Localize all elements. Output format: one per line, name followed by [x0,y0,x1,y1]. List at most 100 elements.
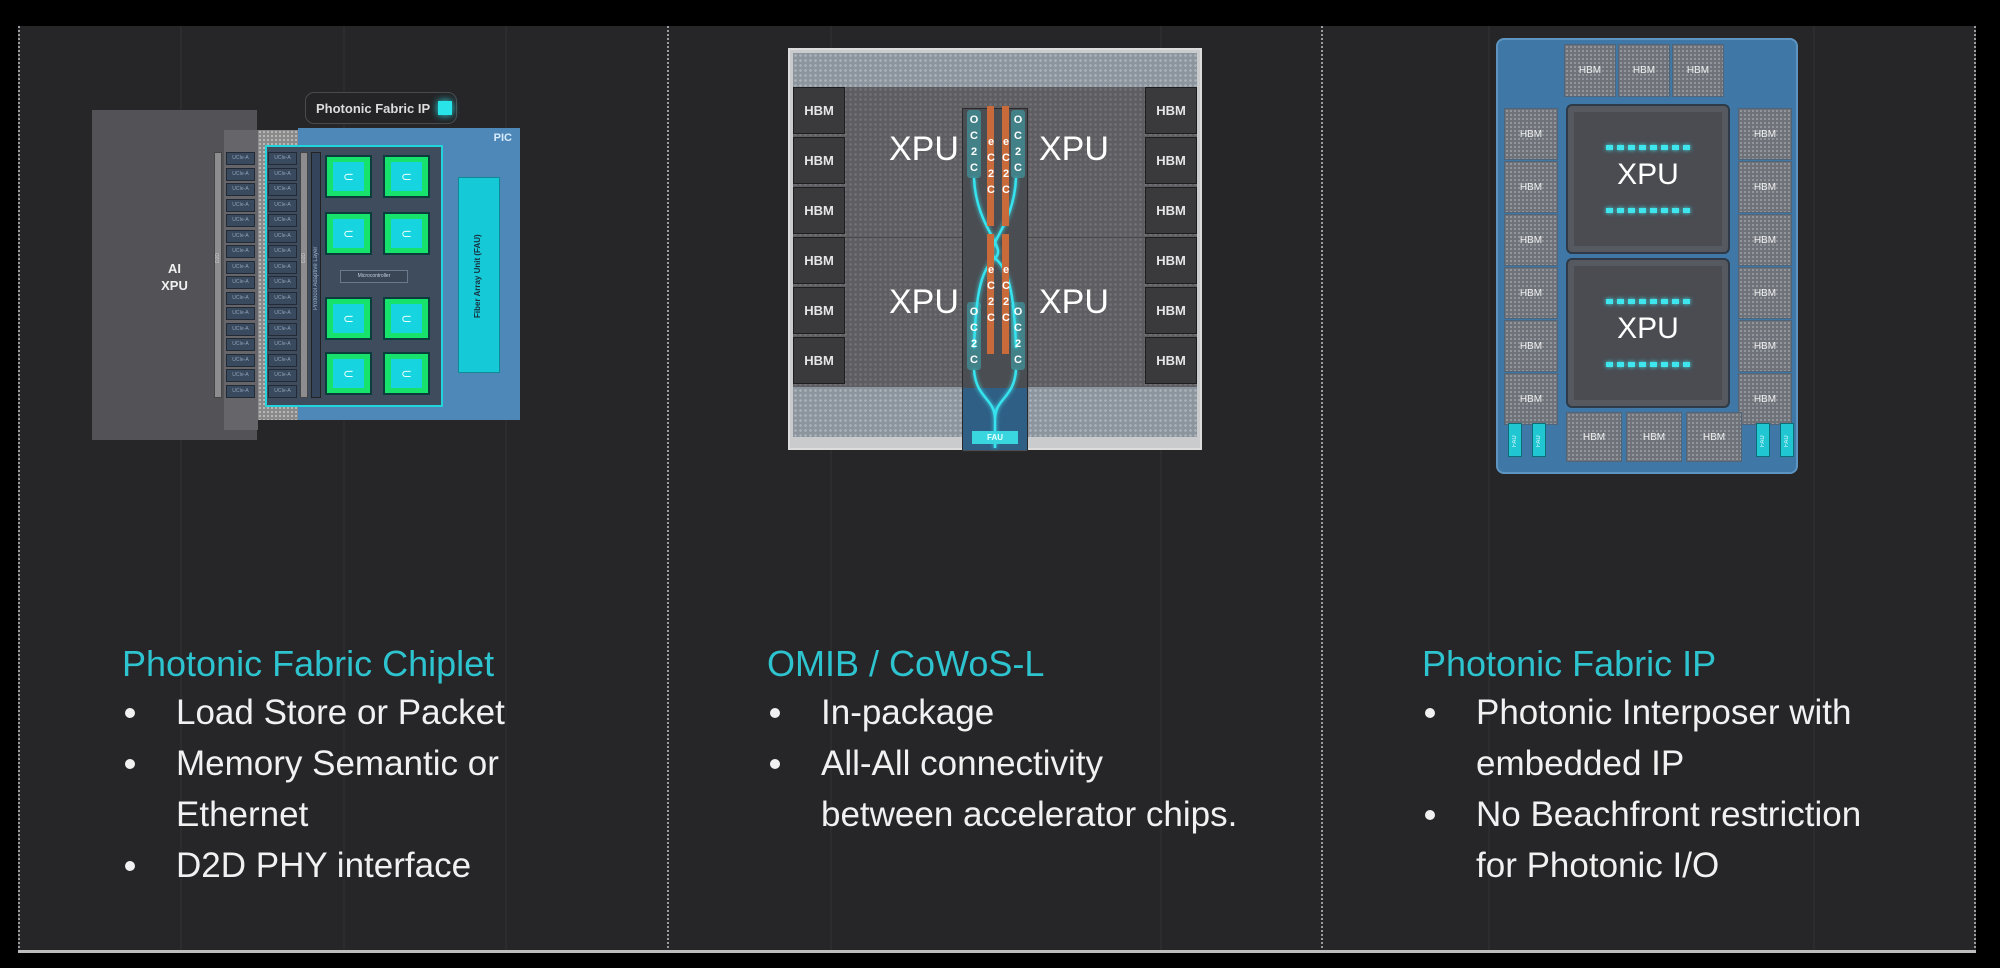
fau-label: FAU [1784,435,1790,447]
led-dot [1606,299,1613,304]
ec2c-letter: 2 [1002,168,1010,180]
ucie-block: UCIe-A [226,260,255,274]
led-dot [1606,362,1613,367]
ec2c-letter: 2 [987,168,995,180]
hbm-stack: HBM [1504,214,1558,266]
hbm-stack: HBM [1566,412,1622,462]
fau-block: FAU [1756,423,1770,457]
ucie-block: UCIe-A [226,291,255,305]
ec2c-letter: C [1002,312,1010,324]
ucie-block: UCIe-A [268,307,297,320]
optical-io-row [1568,362,1728,367]
oc2c-letter: C [970,354,978,366]
ec2c-letter: C [987,184,995,196]
hbm-stack: HBM [1504,373,1558,425]
hbm-stack: HBM [1738,267,1792,319]
waveguide-path [993,369,1018,419]
bullet-item: In-package [767,687,1307,738]
ec2c-letter: C [987,152,995,164]
oc2c-letter: 2 [970,338,978,350]
hbm-stack: HBM [1738,320,1792,372]
hbm-stack: HBM [1626,412,1682,462]
ucie-block: UCIe-A [226,369,255,382]
oc2c-letter: C [1014,130,1022,142]
bullet-icon [125,861,135,871]
led-dot [1672,145,1679,150]
ec2c-letter: C [1002,280,1010,292]
ai-xpu-label: XPU [161,278,188,293]
grid-line [1488,26,1490,952]
grid-line [505,26,507,952]
xpu-label: XPU [1039,130,1109,168]
photonic-chiplet: ⊂ [383,212,430,255]
protocol-adaptive-layer: Protocol Adaptive Layer [311,152,321,398]
bullet-text: Ethernet [176,795,309,834]
grid-line [830,26,832,952]
ec2c-letter: C [987,312,995,324]
fau-block: Fiber Array Unit (FAU) [458,177,500,373]
panel-title: OMIB / CoWoS-L [767,643,1045,684]
xpu-label: XPU [889,130,959,168]
ucie-block: UCIe-A [226,214,255,227]
oc2c-letter: 2 [1014,338,1022,350]
chiplet-core: ⊂ [391,359,422,388]
ucie-block: UCIe-A [268,245,297,258]
hbm-stack: HBM [793,87,845,134]
led-dot [1650,208,1657,213]
hbm-stack: HBM [1738,373,1792,425]
oc2c-letter: O [1013,114,1023,126]
ucie-block: UCIe-A [268,198,297,212]
bullet-icon [125,759,135,769]
grid-line [180,26,182,952]
ucie-block: UCIe-A [226,245,255,258]
led-dot [1672,299,1679,304]
chiplet-glyph: ⊂ [343,168,354,184]
ai-xpu-label: AI [168,261,181,276]
bullet-text: between accelerator chips. [821,795,1238,834]
led-dot [1661,208,1668,213]
bullet-icon [125,708,135,718]
xpu-die: XPU [1566,258,1730,408]
ucie-block: UCIe-A [226,322,255,336]
grid-line [1160,26,1162,952]
ec2c-letter: e [987,264,995,276]
bullet-text: In-package [821,693,995,732]
fau-block: FAU [1780,423,1794,457]
chiplet-glyph: ⊂ [401,365,412,381]
hbm-stack: HBM [1145,137,1197,184]
oc2c-letter-bar [1011,302,1025,370]
bullet-icon [1425,810,1435,820]
protocol-layer-label: Protocol Adaptive Layer [313,246,319,310]
led-dot [1661,299,1668,304]
photonic-chiplet: ⊂ [383,352,430,395]
photonic-chiplet: ⊂ [325,155,372,198]
led-dot [1628,145,1635,150]
bullet-text: No Beachfront restriction [1476,795,1862,834]
led-dot [1639,299,1646,304]
chiplet-core: ⊂ [333,304,364,333]
chiplet-core: ⊂ [391,304,422,333]
bullet-icon [770,708,780,718]
xpu-label: XPU [1617,312,1679,345]
chiplet-core: ⊂ [333,162,364,191]
photonic-chiplet: ⊂ [325,212,372,255]
chiplet-glyph: ⊂ [401,310,412,326]
bullet-icon [1425,708,1435,718]
oc2c-letter: 2 [970,146,978,158]
chiplet-glyph: ⊂ [343,225,354,241]
fau-label: Fiber Array Unit (FAU) [473,234,482,318]
fau-label: FAU [1760,435,1766,447]
panel-divider [667,26,669,952]
ec2c-letter: e [987,136,995,148]
led-dot [1672,362,1679,367]
eic-bar [1002,234,1009,354]
ucie-block: UCIe-A [226,307,255,320]
led-dot [1683,299,1690,304]
led-dot [1617,208,1624,213]
photonic-fabric-ip-badge: Photonic Fabric IP [305,92,457,124]
